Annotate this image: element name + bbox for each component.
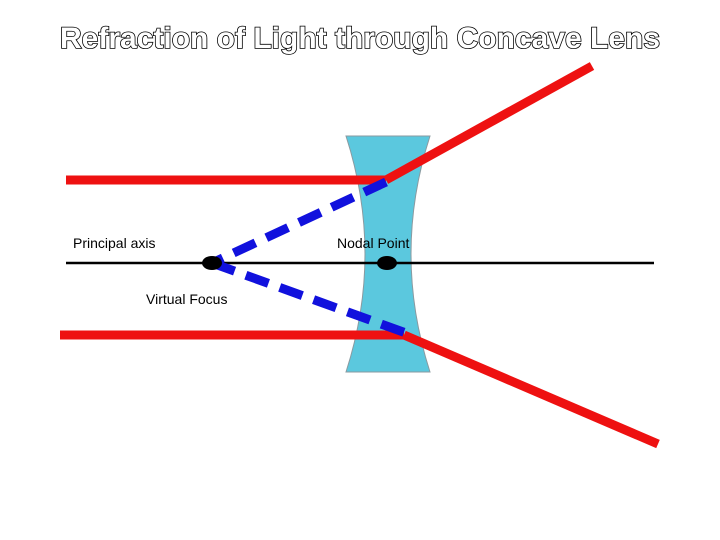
upper-virtual-ray — [210, 177, 388, 268]
nodal-point-dot — [377, 256, 397, 270]
diagram-title: Refraction of Light through Concave Lens — [60, 22, 660, 55]
lower-refracted-ray — [402, 330, 660, 449]
upper-refracted-ray — [383, 62, 595, 184]
virtual-focus-label: Virtual Focus — [146, 291, 227, 307]
virtual-focus-point — [202, 256, 222, 270]
principal-axis-label: Principal axis — [73, 235, 155, 251]
nodal-point-label: Nodal Point — [337, 235, 409, 251]
